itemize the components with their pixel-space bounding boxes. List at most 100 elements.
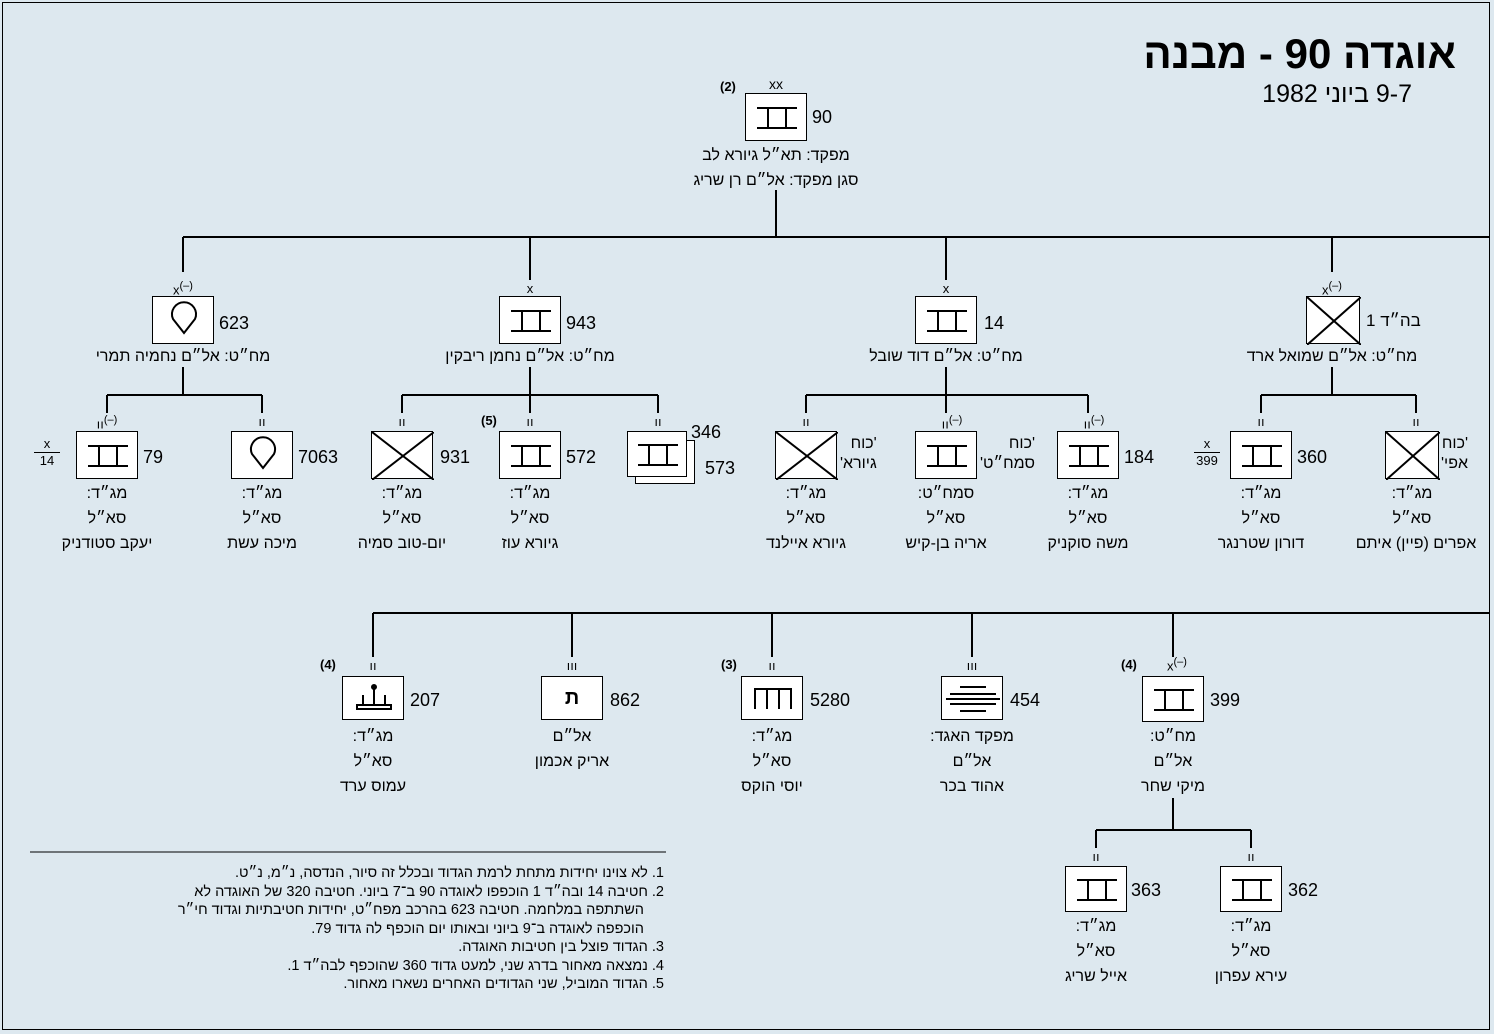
unit-5280-echelon: ıı: [768, 658, 776, 673]
footnote-3: 3. הגדוד פוצל בין חטיבות האוגדה.: [458, 939, 664, 955]
battalion-572-note: (5): [481, 413, 497, 428]
battalion-79-number: 79: [143, 447, 164, 467]
unit-454-role: מפקד האגד:: [930, 728, 1014, 745]
battalion-7063-symbol: [231, 431, 293, 479]
footnote-2-cont2: הוכפפה לאוגדה ב־9 ביוני ובאותו יום הוכפף…: [311, 920, 644, 937]
brigade-399-echelon: x(–): [1167, 656, 1187, 674]
unit-207-echelon: ıı: [369, 658, 377, 673]
brigade-399-role: מח״ט:: [1149, 728, 1197, 745]
brigade-399-rank: אל״ם: [1153, 753, 1193, 770]
page-subtitle: 9-7 ביוני 1982: [1262, 80, 1412, 108]
battalion-572-number: 572: [566, 447, 597, 467]
battalion-346-symbol: [627, 431, 687, 477]
brigade-bhd1-number: בה״ד 1: [1366, 311, 1421, 330]
hq-number: 90: [812, 107, 833, 127]
battalion-7063-number: 7063: [298, 447, 339, 467]
brigade-943-number: 943: [566, 313, 597, 333]
unit-207-number: 207: [410, 690, 441, 710]
unit-5280-commander: יוסי הוקס: [741, 778, 803, 795]
battalion-363-number: 363: [1131, 880, 1162, 900]
battalion-360-commander: דורון שטרנגר: [1217, 535, 1305, 552]
unit-207-symbol: [342, 676, 404, 720]
unit-5280-note: (3): [721, 657, 737, 672]
footnote-2-cont: השתתפה במלחמה. חטיבה 623 בהרכב מפח״ט, יח…: [177, 902, 644, 918]
battalion-363-role: מג״ד:: [1075, 918, 1117, 935]
brigade-399-note: (4): [1121, 657, 1137, 672]
battalion-363-rank: סא״ל: [1076, 943, 1116, 960]
force-afi-rank: סא״ל: [1392, 510, 1432, 527]
battalion-184-number: 184: [1124, 447, 1155, 467]
battalion-362-role: מג״ד:: [1230, 918, 1272, 935]
mechanized-infantry-icon: [927, 310, 967, 332]
infantry-icon: [1307, 297, 1361, 345]
unit-454-rank: אל״ם: [952, 753, 992, 770]
infantry-icon: [776, 432, 838, 480]
unit-862-commander: אריק אכמון: [534, 753, 610, 770]
brigade-943-echelon: x: [526, 281, 534, 296]
battalion-931-rank: סא״ל: [382, 510, 422, 527]
mechanized-infantry-icon: [88, 445, 128, 467]
unit-5280-symbol: [741, 676, 803, 720]
drop-icon: [250, 436, 276, 470]
force-afi-echelon: ıı: [1412, 414, 1420, 429]
brigade-399-number: 399: [1210, 690, 1241, 710]
unit-454-symbol: [941, 676, 1003, 720]
force-afi-role: מג״ד:: [1391, 485, 1433, 502]
force-afi-symbol: [1385, 431, 1440, 480]
battalion-79-role: מג״ד:: [86, 485, 128, 502]
battalion-184-echelon: ıı(–): [1083, 414, 1105, 432]
battalion-362-number: 362: [1288, 880, 1319, 900]
mechanized-infantry-icon: [511, 445, 551, 467]
battalion-363-symbol: [1065, 866, 1127, 912]
battalion-360-role: מג״ד:: [1240, 485, 1282, 502]
hq-note: (2): [720, 79, 736, 94]
battalion-362-commander: עירא עפרון: [1214, 968, 1288, 985]
battalion-184-symbol: [1057, 431, 1119, 479]
unit-207-note: (4): [320, 657, 336, 672]
logistics-glyph: ת: [564, 687, 580, 709]
battalion-363-echelon: ıı: [1092, 849, 1100, 864]
engineer-icon: [754, 688, 792, 709]
mechanized-infantry-icon: [638, 444, 678, 466]
battalion-79-rank: סא״ל: [87, 510, 127, 527]
footnote-1: 1. לא צוינו יחידות מתחת לרמת הגדוד ובכלל…: [234, 865, 664, 881]
footnote-4: 4. נמצאה מאחור בדרג שני, למעט גדוד 360 ש…: [287, 957, 664, 974]
force-giora-role: מג״ד:: [785, 485, 827, 502]
unit-5280-rank: סא״ל: [752, 753, 792, 770]
battalion-360-number: 360: [1297, 447, 1328, 467]
unit-862-symbol: ת: [541, 676, 603, 720]
unit-862-rank: אל״ם: [552, 728, 592, 745]
page-title: אוגדה 90 - מבנה: [1143, 30, 1456, 77]
mechanized-infantry-icon: [1232, 879, 1272, 901]
battalion-7063-echelon: ıı: [258, 414, 266, 429]
battalion-360-symbol: [1230, 431, 1292, 479]
artillery-group-icon: [946, 686, 1000, 712]
battalion-931-echelon: ıı: [398, 414, 406, 429]
hq-echelon: xx: [769, 76, 783, 92]
battalion-572-rank: סא״ל: [510, 510, 550, 527]
battalion-931-symbol: [371, 431, 434, 480]
mechanized-infantry-icon: [1077, 879, 1117, 901]
brigade-bhd1-echelon: x(–): [1322, 280, 1342, 298]
brigade-14-echelon: x: [942, 281, 950, 296]
battalion-931-number: 931: [440, 447, 471, 467]
force-samat-role: סמח״ט:: [917, 485, 975, 502]
unit-5280-role: מג״ד:: [751, 728, 793, 745]
brigade-623-echelon: x(–): [173, 280, 193, 298]
mechanized-infantry-icon: [511, 310, 551, 332]
infantry-icon: [372, 432, 434, 480]
battalion-360-echelon: ıı: [1257, 414, 1265, 429]
footnote-2: 2. חטיבה 14 ובה״ד 1 הוכפפו לאוגדה 90 ב־7…: [194, 883, 664, 900]
unit-207-role: מג״ד:: [352, 728, 394, 745]
brigade-14-commander: מח״ט: אל״ם דוד שובל: [869, 348, 1023, 365]
brigade-943-symbol: [499, 296, 561, 344]
battalion-363-commander: אייל שריג: [1064, 968, 1128, 985]
brigade-399-symbol: [1142, 676, 1204, 722]
battalion-7063-role: מג״ד:: [241, 485, 283, 502]
unit-454-number: 454: [1010, 690, 1041, 710]
